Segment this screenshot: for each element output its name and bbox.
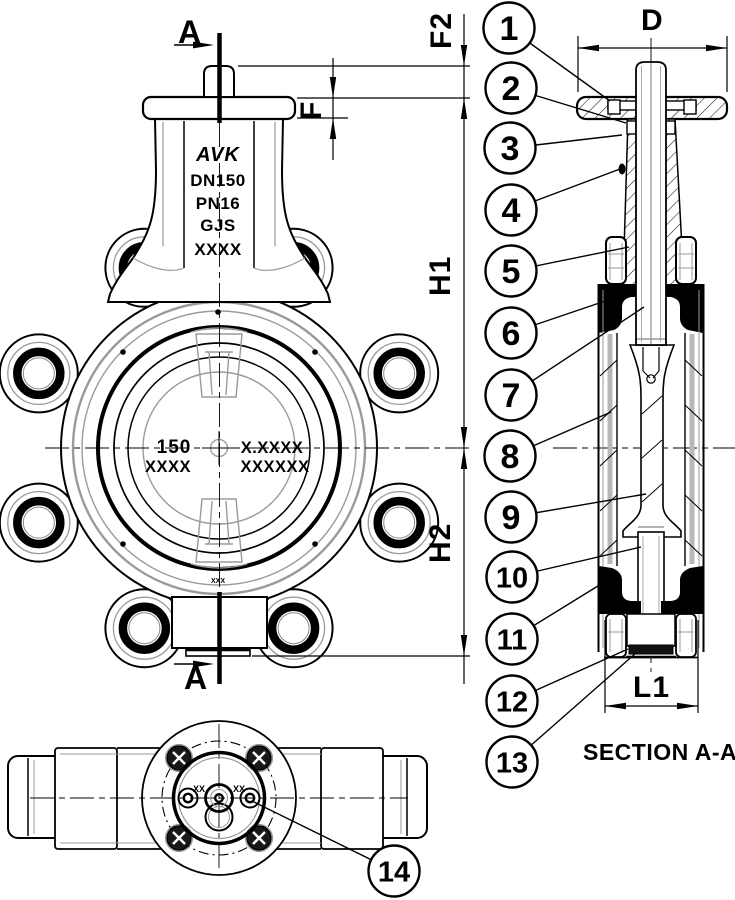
bottom-plug bbox=[626, 613, 676, 658]
dim-label-f: F bbox=[295, 101, 328, 120]
callout-12: 12 bbox=[485, 674, 539, 728]
pn-marking: PN16 bbox=[196, 194, 241, 213]
o-ring bbox=[618, 163, 626, 175]
dn-marking: DN150 bbox=[190, 171, 245, 190]
body-walls bbox=[597, 284, 705, 652]
disc-section bbox=[622, 344, 682, 538]
flange-screws bbox=[165, 744, 273, 852]
dim-label-l1: L1 bbox=[633, 671, 670, 704]
section-view: D L1 SECTION A-A bbox=[553, 4, 735, 765]
callout-5: 5 bbox=[484, 244, 538, 298]
callout-7-number: 7 bbox=[502, 377, 521, 415]
neck-cast-markings: AVK DN150 PN16 GJS XXXX bbox=[190, 144, 245, 259]
disc-code-marking: XXXX bbox=[145, 458, 191, 476]
callout-6: 6 bbox=[484, 306, 538, 360]
section-bottom-lugs bbox=[605, 613, 697, 658]
dim-label-h1: H1 bbox=[424, 256, 457, 296]
disc-hub-bottom bbox=[190, 498, 248, 569]
callout-8: 8 bbox=[483, 429, 537, 483]
front-dimensions bbox=[238, 14, 470, 684]
callout-3-number: 3 bbox=[501, 130, 520, 168]
callout-3: 3 bbox=[483, 121, 537, 175]
dim-l1 bbox=[604, 620, 699, 713]
cast-code-marking: XXXX bbox=[194, 240, 242, 259]
callout-6-number: 6 bbox=[502, 315, 521, 353]
flange-mark-left: XX bbox=[193, 784, 205, 794]
callout-14-number: 14 bbox=[378, 856, 410, 888]
section-cut-label-top: A bbox=[178, 14, 201, 50]
callout-13-number: 13 bbox=[496, 747, 528, 779]
bolt-circle bbox=[161, 740, 277, 856]
callout-balloons: 1 2 3 4 5 6 7 8 9 10 11 12 13 14 bbox=[367, 1, 539, 898]
dim-label-f2: F2 bbox=[425, 12, 458, 49]
rubber-seat-bottom bbox=[599, 566, 703, 614]
disc-size-marking: 150 bbox=[157, 437, 192, 458]
bottom-view-body bbox=[7, 747, 428, 850]
disc-hub-top bbox=[190, 327, 248, 398]
valve-neck bbox=[106, 118, 332, 303]
section-cut-line: A A bbox=[174, 14, 222, 696]
callout-1-number: 1 bbox=[500, 10, 519, 48]
disc-stem-socket bbox=[642, 347, 660, 384]
callout-10: 10 bbox=[485, 550, 539, 604]
callout-13: 13 bbox=[485, 735, 539, 789]
callout-5-number: 5 bbox=[502, 253, 521, 291]
callout-4: 4 bbox=[484, 183, 538, 237]
brand-logo-text: AVK bbox=[195, 144, 240, 166]
section-title: SECTION A-A bbox=[583, 739, 735, 765]
dim-d bbox=[577, 36, 728, 92]
rubber-seat-top bbox=[599, 284, 703, 333]
callout-12-number: 12 bbox=[496, 686, 528, 718]
front-view: 150 XXXX X.XXXX XXXXXX XXX AVK DN150 PN1… bbox=[0, 14, 470, 696]
callout-11-number: 11 bbox=[497, 624, 528, 656]
bottom-stem-section bbox=[637, 526, 665, 629]
bottom-view: XX XX bbox=[7, 720, 428, 876]
disc-right-top-marking: X.XXXX bbox=[241, 439, 304, 457]
dim-label-h2: H2 bbox=[424, 523, 457, 563]
callout-2-number: 2 bbox=[502, 70, 521, 108]
stem-end-circles bbox=[177, 783, 261, 813]
flange-mark-right: XX bbox=[233, 784, 245, 794]
disc-right-bottom-marking: XXXXXX bbox=[240, 458, 309, 476]
dim-label-d: D bbox=[641, 4, 664, 37]
flange-raised-face bbox=[171, 750, 267, 846]
cast-dots bbox=[120, 309, 318, 547]
callout-8-number: 8 bbox=[501, 438, 520, 476]
callout-2: 2 bbox=[484, 61, 538, 115]
callout-14: 14 bbox=[367, 844, 421, 898]
section-cut-label-bottom: A bbox=[184, 660, 207, 696]
callout-1: 1 bbox=[482, 1, 536, 55]
callout-9: 9 bbox=[484, 490, 538, 544]
callout-10-number: 10 bbox=[496, 562, 528, 594]
material-marking: GJS bbox=[200, 216, 236, 235]
callout-11: 11 bbox=[485, 612, 539, 666]
stem-center-mark bbox=[202, 431, 236, 465]
stem-section bbox=[635, 61, 667, 346]
callout-7: 7 bbox=[484, 368, 538, 422]
callout-9-number: 9 bbox=[502, 499, 521, 537]
disc-bottom-marking: XXX bbox=[211, 578, 225, 585]
callout-4-number: 4 bbox=[502, 192, 521, 230]
